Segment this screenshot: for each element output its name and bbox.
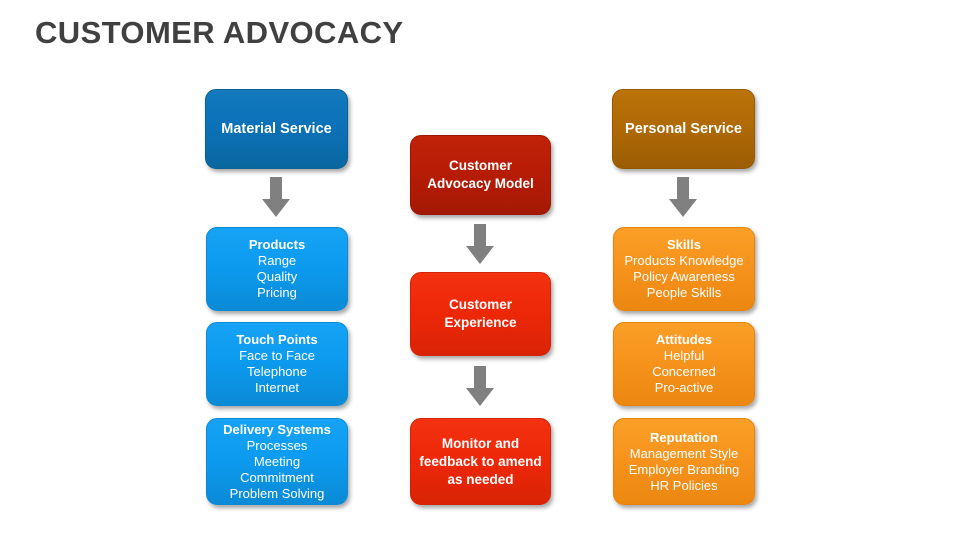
touch-points-item-1: Face to Face xyxy=(239,348,315,363)
monitor-feedback-line1: Monitor and xyxy=(441,435,520,451)
customer-experience-line1: Customer xyxy=(448,297,512,312)
attitudes-item-3: Pro-active xyxy=(654,380,714,395)
touch-points-item-3: Internet xyxy=(254,380,300,395)
customer-experience-line2: Experience xyxy=(444,315,517,330)
reputation-item-1: Management Style xyxy=(629,445,739,461)
reputation-title: Reputation xyxy=(650,429,718,445)
arrow-down-icon-mid-2 xyxy=(466,366,494,406)
customer-advocacy-model-title-line2: Advocacy Model xyxy=(427,176,534,191)
skills-box[interactable]: Skills Products Knowledge Policy Awarene… xyxy=(613,227,755,311)
products-item-1: Range xyxy=(257,253,297,268)
customer-experience-box[interactable]: Customer Experience xyxy=(410,272,551,356)
monitor-feedback-line3: as needed xyxy=(447,471,514,487)
products-title: Products xyxy=(248,237,306,252)
delivery-systems-title: Delivery Systems xyxy=(223,421,331,437)
monitor-feedback-line2: feedback to amend xyxy=(419,453,542,469)
material-service-title: Material Service xyxy=(221,120,332,137)
material-service-header-box[interactable]: Material Service xyxy=(205,89,348,169)
personal-service-header-box[interactable]: Personal Service xyxy=(612,89,755,169)
attitudes-title: Attitudes xyxy=(655,332,713,347)
attitudes-box[interactable]: Attitudes Helpful Concerned Pro-active xyxy=(613,322,755,406)
arrow-down-icon-left-1 xyxy=(262,177,290,217)
monitor-feedback-box[interactable]: Monitor and feedback to amend as needed xyxy=(410,418,551,505)
touch-points-box[interactable]: Touch Points Face to Face Telephone Inte… xyxy=(206,322,348,406)
products-box[interactable]: Products Range Quality Pricing xyxy=(206,227,348,311)
page-title: CUSTOMER ADVOCACY xyxy=(35,15,404,50)
personal-service-title: Personal Service xyxy=(625,120,742,137)
arrow-down-icon-right-1 xyxy=(669,177,697,217)
attitudes-item-1: Helpful xyxy=(663,348,705,363)
delivery-systems-item-4: Problem Solving xyxy=(229,485,325,501)
skills-item-3: People Skills xyxy=(646,285,722,300)
delivery-systems-box[interactable]: Delivery Systems Processes Meeting Commi… xyxy=(206,418,348,505)
customer-advocacy-model-title-line1: Customer xyxy=(448,158,512,173)
attitudes-item-2: Concerned xyxy=(652,364,716,379)
skills-item-1: Products Knowledge xyxy=(624,253,744,268)
products-item-3: Pricing xyxy=(257,285,297,300)
skills-title: Skills xyxy=(667,237,701,252)
delivery-systems-item-1: Processes xyxy=(246,437,308,453)
reputation-box[interactable]: Reputation Management Style Employer Bra… xyxy=(613,418,755,505)
delivery-systems-item-2: Meeting xyxy=(253,453,301,469)
reputation-item-3: HR Policies xyxy=(650,477,718,493)
reputation-item-2: Employer Branding xyxy=(628,461,740,477)
touch-points-title: Touch Points xyxy=(236,332,318,347)
customer-advocacy-model-box[interactable]: Customer Advocacy Model xyxy=(410,135,551,215)
products-item-2: Quality xyxy=(256,269,298,284)
skills-item-2: Policy Awareness xyxy=(633,269,735,284)
touch-points-item-2: Telephone xyxy=(247,364,307,379)
arrow-down-icon-mid-1 xyxy=(466,224,494,264)
delivery-systems-item-3: Commitment xyxy=(240,469,314,485)
